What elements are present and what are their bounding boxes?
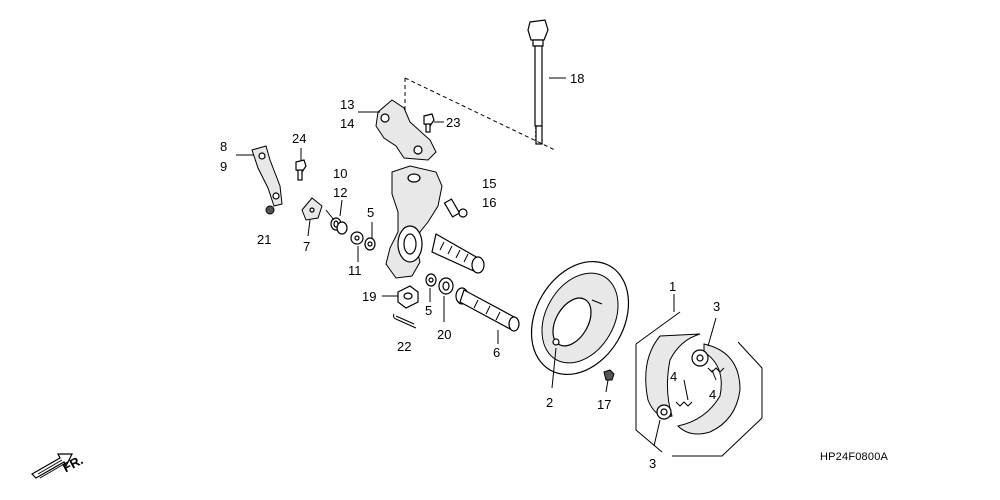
leader-3-lower: [653, 419, 661, 447]
front-direction-arrow-icon: [31, 453, 73, 479]
leader-4-a: [683, 379, 689, 401]
steering-knuckle: [385, 165, 485, 279]
callout-9: 9: [220, 159, 228, 174]
part-11-washer: [350, 231, 364, 245]
part-5-washer-lower: [425, 273, 437, 287]
part-8-9-arm: [251, 145, 283, 207]
part-13-14-bracket: [375, 99, 437, 161]
callout-7: 7: [303, 239, 311, 254]
callout-13: 13: [340, 97, 355, 112]
part-7-plate: [301, 197, 323, 221]
callout-5-upper: 5: [367, 205, 375, 220]
callout-16: 16: [482, 195, 497, 210]
part-21-nut: [265, 205, 275, 215]
callout-23: 23: [446, 115, 461, 130]
part-20-seal: [438, 277, 454, 295]
leader-7: [307, 219, 311, 237]
callout-19: 19: [362, 289, 377, 304]
bracket-1-left: [635, 311, 681, 453]
callout-3-lower: 3: [649, 456, 657, 471]
callout-10: 10: [333, 166, 348, 181]
part-23-bolt: [423, 113, 435, 133]
leader-3-upper: [707, 317, 717, 347]
callout-3-upper: 3: [713, 299, 721, 314]
callout-12: 12: [333, 185, 348, 200]
callout-4-b: 4: [709, 387, 717, 402]
part-18-bolt: [527, 19, 549, 145]
part-2-brake-panel: [530, 260, 630, 376]
part-15-16-stud: [443, 198, 468, 218]
callout-11: 11: [348, 263, 362, 278]
callout-22: 22: [397, 339, 412, 354]
callout-18: 18: [570, 71, 585, 86]
callout-8: 8: [220, 139, 228, 154]
leader-17: [605, 379, 609, 393]
callout-1: 1: [669, 279, 677, 294]
leader-10-12: [339, 199, 343, 217]
diagram-code: HP24F0800A: [820, 451, 889, 463]
callout-4-a: 4: [670, 369, 678, 384]
bracket-1-right: [672, 341, 763, 457]
callout-2: 2: [546, 395, 554, 410]
callout-14: 14: [340, 116, 355, 131]
part-1-brake-shoes: [645, 333, 741, 435]
callout-20: 20: [437, 327, 452, 342]
part-22-cotter-pin: [393, 313, 417, 329]
part-5-washer-upper: [364, 237, 376, 251]
part-6-axle: [455, 287, 520, 332]
part-24-bolt: [295, 159, 307, 181]
callout-24: 24: [292, 131, 307, 146]
leader-2: [551, 347, 557, 389]
callout-6: 6: [493, 345, 501, 360]
callout-17: 17: [597, 397, 612, 412]
callout-21: 21: [257, 232, 272, 247]
part-19-nut: [397, 285, 419, 309]
callout-15: 15: [482, 176, 497, 191]
callout-5-lower: 5: [425, 303, 433, 318]
leader-4-b: [711, 369, 717, 381]
part-17-nut: [603, 369, 615, 381]
part-10-12-spring: [325, 209, 348, 235]
